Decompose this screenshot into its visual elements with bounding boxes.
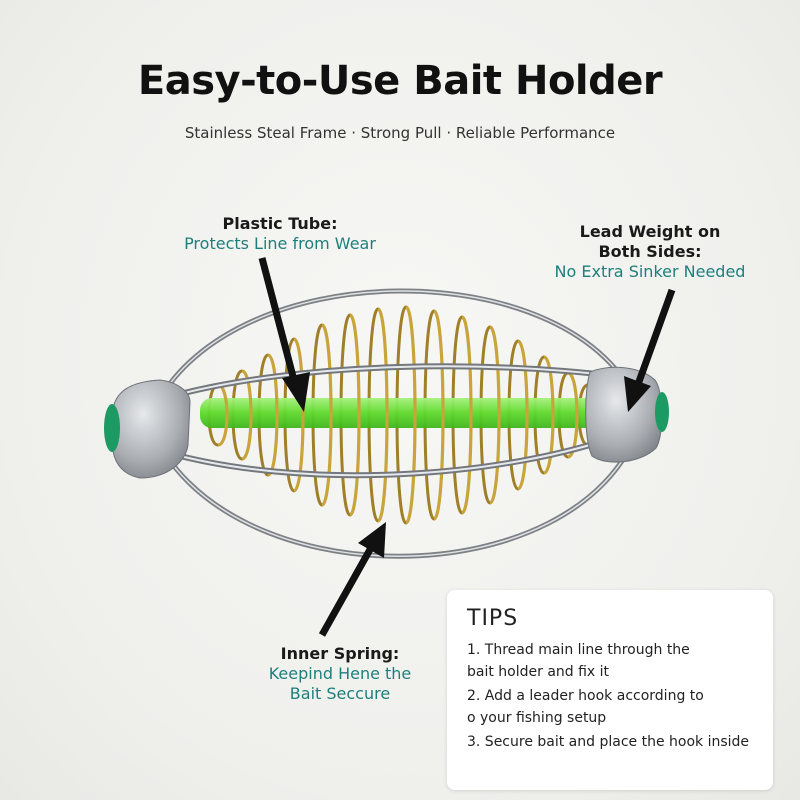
- tips-line: bait holder and fix it: [467, 664, 610, 680]
- page-title: Easy-to-Use Bait Holder: [137, 58, 663, 104]
- end-bead-left: [104, 404, 120, 452]
- spring-coil: [567, 371, 579, 459]
- spring-coil: [404, 305, 417, 525]
- inner-spring: [217, 305, 599, 525]
- spring-coil: [460, 315, 473, 515]
- tips-line: 1. Thread main line through the: [467, 642, 690, 658]
- tips-line: o your fishing setup: [467, 710, 607, 726]
- callout-sub-line1: Keepind Hene the: [268, 664, 412, 683]
- stainless-frame: [147, 288, 643, 559]
- arrow-icon: [318, 522, 386, 637]
- callout-lead-weight: Lead Weight on Both Sides: No Extra Sink…: [530, 222, 770, 282]
- callout-heading-line1: Lead Weight on: [579, 222, 721, 241]
- arrow-icon: [624, 288, 676, 412]
- callout-heading: Inner Spring:: [280, 644, 400, 663]
- spring-coil: [376, 307, 389, 523]
- callout-sub: Protects Line from Wear: [184, 234, 376, 253]
- spring-coil: [241, 369, 253, 461]
- end-bead-right: [655, 392, 669, 432]
- inner-wires: [162, 363, 633, 479]
- tips-panel: TIPS 1. Thread main line through the bai…: [447, 590, 773, 790]
- spring-coil: [320, 323, 333, 507]
- tips-line: 2. Add a leader hook according to: [467, 688, 704, 704]
- lead-weight-left: [104, 379, 191, 479]
- callout-sub-line2: Bait Seccure: [289, 684, 391, 703]
- spring-coil: [516, 339, 529, 491]
- spring-coil: [292, 337, 305, 493]
- callout-sub: No Extra Sinker Needed: [554, 262, 746, 281]
- spring-coil: [542, 355, 555, 475]
- page-subtitle: Stainless Steal Frame · Strong Pull · Re…: [184, 124, 616, 142]
- callout-heading-line2: Both Sides:: [598, 242, 702, 261]
- callout-heading: Plastic Tube:: [222, 214, 338, 233]
- tips-title: TIPS: [467, 606, 519, 631]
- callout-plastic-tube: Plastic Tube: Protects Line from Wear: [150, 214, 410, 254]
- spring-coil: [432, 309, 445, 521]
- tips-line: 3. Secure bait and place the hook inside: [467, 734, 750, 750]
- spring-coil: [488, 325, 501, 505]
- callout-inner-spring: Inner Spring: Keepind Hene the Bait Secc…: [240, 644, 440, 704]
- spring-coil: [348, 313, 361, 517]
- arrow-icon: [258, 257, 310, 412]
